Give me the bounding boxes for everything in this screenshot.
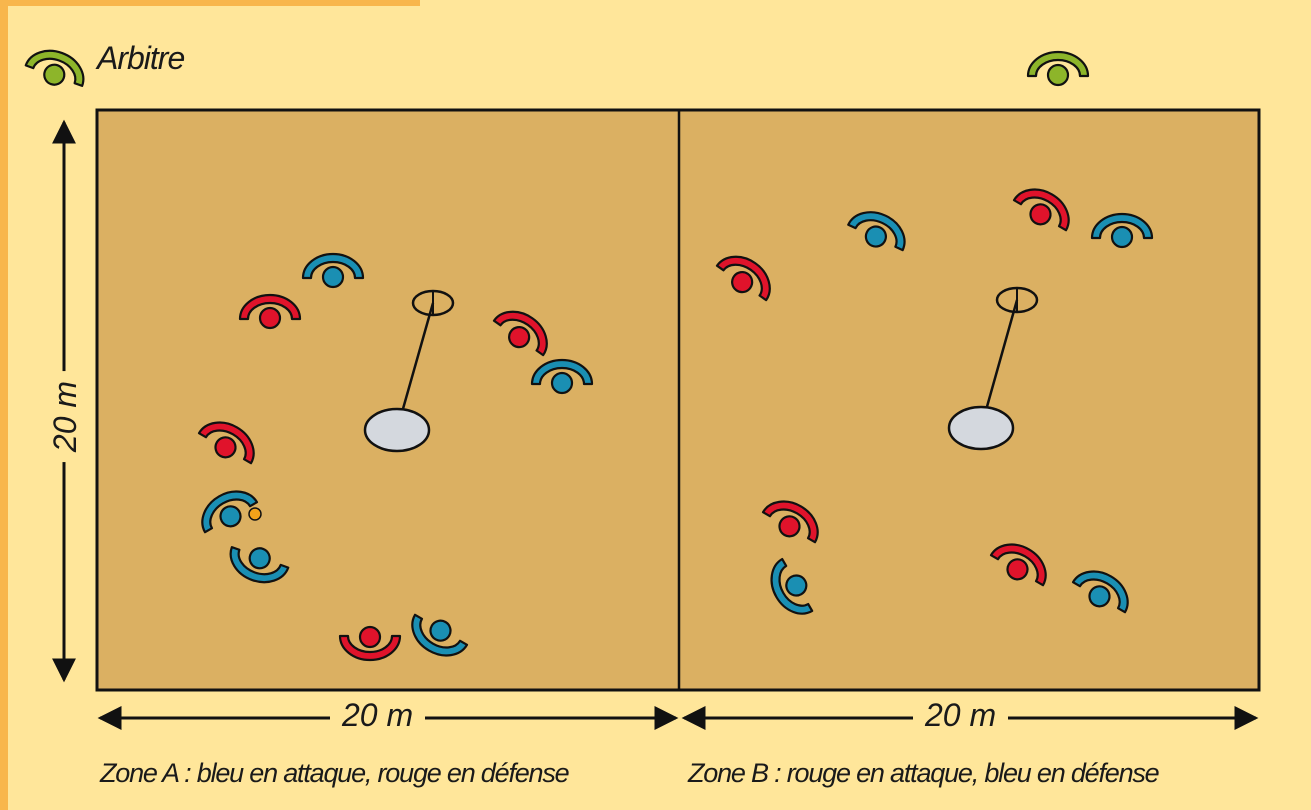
red-player-icon [238,293,302,330]
red-player-icon [761,500,819,544]
referee-label: Arbitre [97,40,185,76]
width-dimension-label-a: 20 m [330,697,426,734]
blue-player-icon [301,252,365,289]
zone-a-caption: Zone A : bleu en attaque, rouge en défen… [100,758,570,788]
blue-player-icon [1071,570,1129,614]
red-player-icon [338,625,402,662]
blue-player-icon [201,490,259,534]
top-edge-strip [0,0,420,6]
blue-player-icon [847,211,906,252]
zone-b-caption: Zone B : rouge en attaque, bleu en défen… [688,758,1160,788]
red-player-icon [492,310,548,357]
red-player-icon [715,255,771,302]
left-edge-strip [0,0,8,810]
blue-player-icon [411,613,469,657]
target-zone-a [363,289,455,453]
red-player-icon [1012,188,1070,232]
blue-player-icon [530,358,594,395]
height-dimension-label: 20 m [47,370,85,463]
red-player-icon [197,421,255,465]
blue-player-icon [770,557,814,615]
red-player-icon [989,543,1047,587]
referee-icon [24,49,85,87]
blue-player-icon [1090,212,1154,249]
target-zone-b [947,286,1039,451]
ball [248,507,262,521]
blue-player-icon [229,546,290,584]
referee-icon [1026,50,1090,87]
width-dimension-label-b: 20 m [913,697,1009,734]
